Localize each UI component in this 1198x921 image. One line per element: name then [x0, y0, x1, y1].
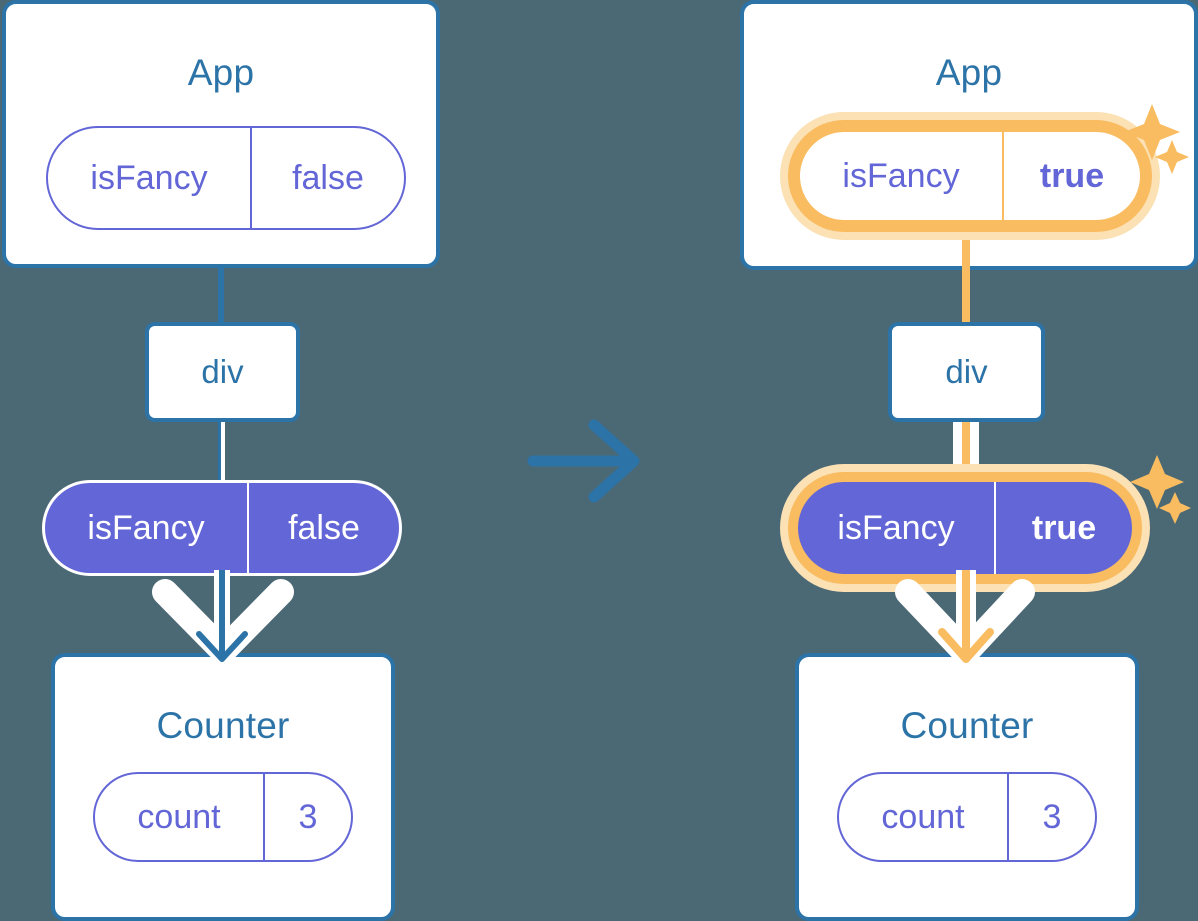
node-div-before: div	[145, 322, 300, 422]
state-pill-isfancy-after-key: isFancy	[800, 132, 1004, 220]
prop-pill-isfancy-after-key: isFancy	[798, 482, 996, 574]
state-pill-count-before-key: count	[95, 774, 265, 860]
state-pill-isfancy-before: isFancy false	[46, 126, 406, 230]
connector-app-to-div-left	[218, 266, 224, 326]
state-pill-count-after-key: count	[839, 774, 1009, 860]
node-div-after-label: div	[945, 353, 988, 390]
prop-pill-isfancy-before-key: isFancy	[45, 483, 249, 573]
connector-app-to-div-right	[962, 230, 970, 376]
state-pill-isfancy-after: isFancy true	[798, 130, 1142, 222]
prop-pill-isfancy-before-value: false	[288, 508, 360, 547]
prop-pill-isfancy-before: isFancy false	[42, 480, 402, 576]
panel-app-before-title: App	[187, 52, 255, 93]
panel-counter-before-title: Counter	[156, 705, 290, 746]
state-pill-isfancy-before-value: false	[292, 158, 364, 197]
state-pill-isfancy-after-value: true	[1039, 156, 1105, 195]
node-div-after: div	[888, 322, 1045, 422]
right-arrow-icon	[527, 419, 640, 503]
state-pill-isfancy-before-key: isFancy	[48, 128, 252, 228]
connector-div-to-pill-right	[962, 418, 970, 492]
state-pill-count-before: count 3	[93, 772, 353, 862]
splay-arrows-after	[895, 579, 1035, 663]
splay-arrows-before	[152, 579, 294, 663]
panel-counter-before: Counter count 3	[51, 653, 395, 921]
panel-app-after-title: App	[935, 52, 1003, 93]
arrow-pill-to-counter-before	[196, 570, 248, 662]
panel-app-before: App isFancy false	[2, 0, 440, 268]
prop-pill-isfancy-after-value: true	[1031, 508, 1097, 547]
state-pill-count-after: count 3	[837, 772, 1097, 862]
sparkle-small-icon	[1159, 492, 1191, 524]
node-div-before-label: div	[201, 353, 244, 390]
state-pill-count-before-value: 3	[298, 797, 318, 836]
state-pill-count-after-value: 3	[1042, 797, 1062, 836]
panel-counter-after: Counter count 3	[795, 653, 1139, 921]
connector-div-to-pill-left-gap	[221, 418, 225, 488]
prop-pill-isfancy-after: isFancy true	[796, 480, 1134, 576]
panel-counter-after-title: Counter	[900, 705, 1034, 746]
